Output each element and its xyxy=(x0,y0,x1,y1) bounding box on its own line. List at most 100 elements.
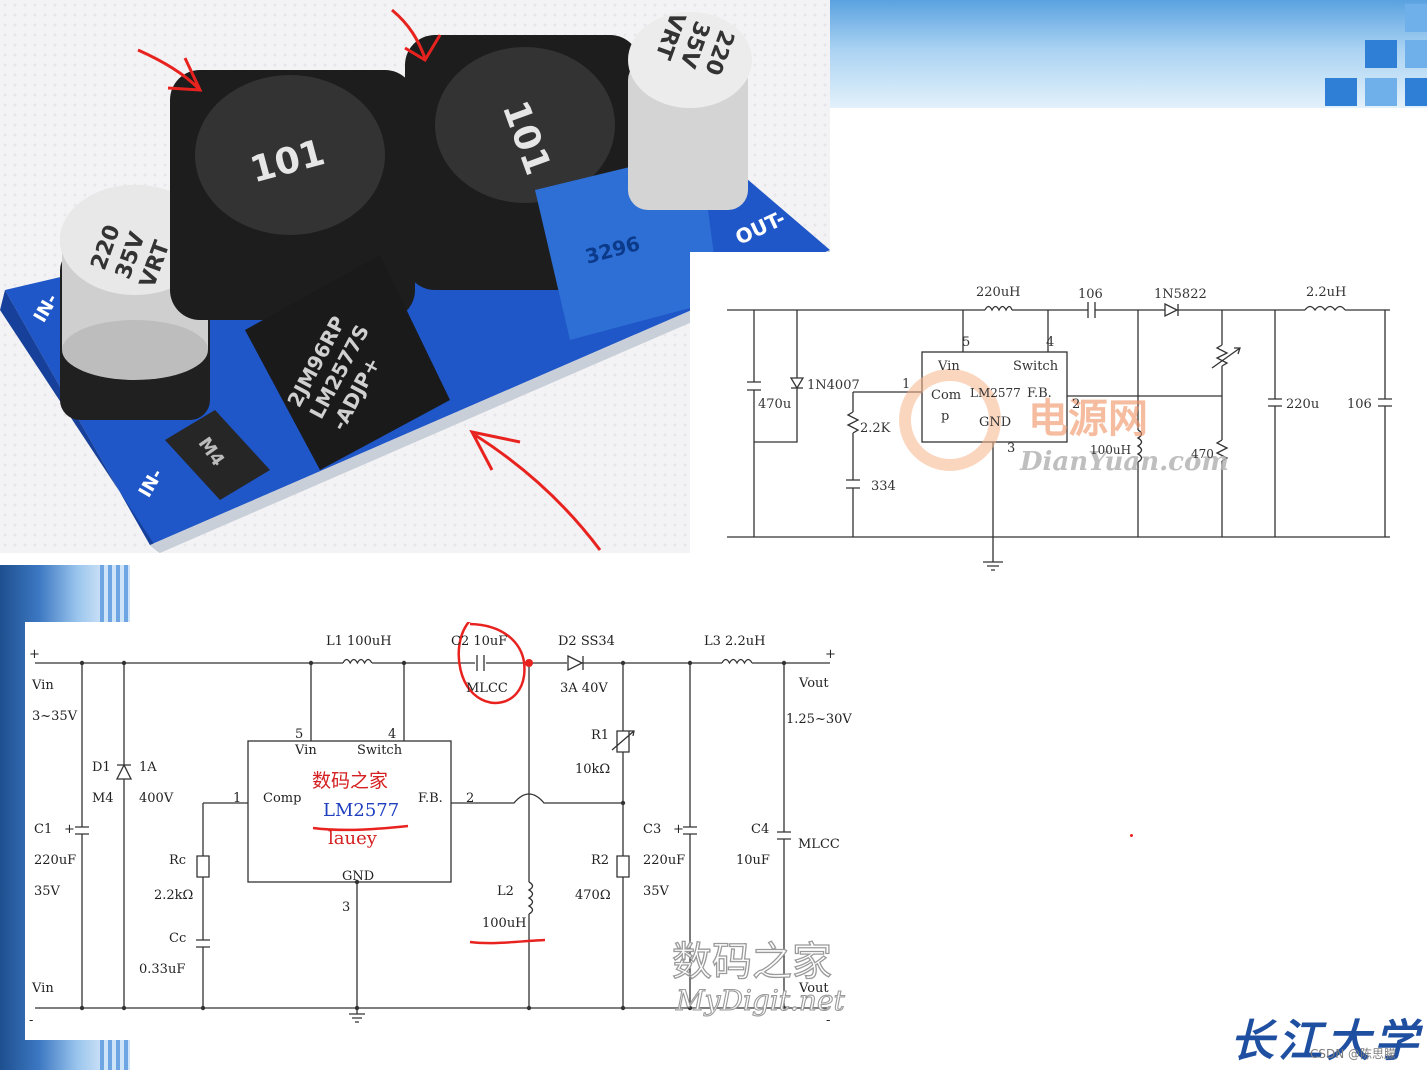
label-l1: 220uH xyxy=(976,285,1021,300)
watermark-cn: 数码之家 xyxy=(672,939,832,985)
rc-name: Rc xyxy=(169,853,186,868)
ic-comp2: p xyxy=(941,409,949,424)
d2-label: D2 SS34 xyxy=(558,634,615,649)
header-square xyxy=(1325,78,1357,106)
c3-plus: + xyxy=(673,822,684,837)
d1-current: 1A xyxy=(139,760,157,775)
ic-gnd: GND xyxy=(342,869,374,884)
vout-label: Vout xyxy=(798,676,829,691)
c3-value: 220uF xyxy=(643,853,685,868)
label-c2: 334 xyxy=(871,479,896,494)
d1-part: M4 xyxy=(92,791,114,806)
d2-rating: 3A 40V xyxy=(560,681,608,696)
d1-voltage: 400V xyxy=(139,791,174,806)
header-square xyxy=(1365,78,1397,106)
ic-comp: Comp xyxy=(263,791,301,806)
watermark-cn: 电源网 xyxy=(1028,395,1148,442)
ic-name: LM2577 xyxy=(323,800,399,821)
credit-text: CSDN @陈思朦 xyxy=(1310,1047,1397,1061)
schematic-top: 电源网 DianYuan.com 220uH 106 1N5822 2.2uH … xyxy=(690,252,1427,590)
label-r: 2.2K xyxy=(860,421,891,436)
watermark-logo xyxy=(899,369,1001,471)
annotation-underline xyxy=(312,824,409,832)
header-square xyxy=(1405,4,1427,32)
c1-voltage: 35V xyxy=(34,884,61,899)
ic-fb: F.B. xyxy=(418,791,443,806)
label-diode: 1N5822 xyxy=(1154,287,1207,302)
ic-switch: Switch xyxy=(1013,359,1059,374)
pin-4: 4 xyxy=(388,727,396,742)
l2-name: L2 xyxy=(497,884,514,899)
rc-value: 2.2kΩ xyxy=(154,888,193,903)
label-d1: 1N4007 xyxy=(807,378,860,393)
pin-5: 5 xyxy=(295,727,303,742)
c4-name: C4 xyxy=(751,822,769,837)
ic-gnd: GND xyxy=(979,415,1011,430)
ic-name: LM2577 xyxy=(970,386,1021,400)
ic-switch: Switch xyxy=(357,743,403,758)
l2-value: 100uH xyxy=(482,916,527,931)
c2-label: C2 10uF xyxy=(451,634,507,649)
c3-name: C3 xyxy=(643,822,661,837)
pin-5: 5 xyxy=(962,335,970,350)
c2-type: MLCC xyxy=(466,681,508,696)
annotation-underline xyxy=(469,938,546,945)
pin-1: 1 xyxy=(233,791,241,806)
annotation-arrow xyxy=(137,48,203,92)
header-square xyxy=(1365,40,1397,68)
c4-value: 10uF xyxy=(736,853,770,868)
vin-minus: - xyxy=(29,1013,33,1028)
pin-2: 2 xyxy=(1072,397,1080,412)
r1-value: 10kΩ xyxy=(575,762,610,777)
annotation-circle xyxy=(457,611,526,705)
vout-range: 1.25~30V xyxy=(786,712,852,727)
annotation-arrow xyxy=(469,429,602,551)
vout-plus: + xyxy=(825,647,836,662)
label-c1: 470u xyxy=(758,397,791,412)
ic-brand-cn: 数码之家 xyxy=(312,770,388,792)
ic-vin: Vin xyxy=(294,743,317,758)
ic-fb: F.B. xyxy=(1027,386,1052,401)
pin-3: 3 xyxy=(1007,441,1015,456)
d1-name: D1 xyxy=(92,760,111,775)
pin-4: 4 xyxy=(1046,335,1054,350)
vin-label: Vin xyxy=(31,678,54,693)
r2-value: 470Ω xyxy=(575,888,611,903)
r1-name: R1 xyxy=(591,728,609,743)
ic-chip xyxy=(245,255,450,470)
module-photo: 101 101 220 35V VRT 220 35V VRT 2JM96RP … xyxy=(0,0,830,553)
label-l3: 100uH xyxy=(1090,443,1131,457)
c1-value: 220uF xyxy=(34,853,76,868)
ic-author: lauey xyxy=(328,828,378,849)
r2-name: R2 xyxy=(591,853,609,868)
label-l2: 2.2uH xyxy=(1306,285,1346,300)
label-c4: 106 xyxy=(1347,397,1372,412)
cc-value: 0.33uF xyxy=(139,962,185,977)
watermark-en: MyDigit.net xyxy=(675,984,846,1017)
header-square xyxy=(1405,40,1427,68)
pin-3: 3 xyxy=(342,900,350,915)
ic-vin: Vin xyxy=(937,359,960,374)
header-square xyxy=(1405,78,1427,106)
c3-voltage: 35V xyxy=(643,884,670,899)
pin-1: 1 xyxy=(902,377,910,392)
vout-minus: - xyxy=(826,1013,830,1028)
l3-label: L3 2.2uH xyxy=(704,634,765,649)
stray-dot xyxy=(1130,834,1133,837)
vin-range: 3~35V xyxy=(32,709,78,724)
cc-name: Cc xyxy=(169,931,186,946)
diode xyxy=(165,410,270,500)
annotation-arrow xyxy=(391,8,442,63)
c1-plus: + xyxy=(64,822,75,837)
label-c3: 220u xyxy=(1286,397,1319,412)
vin-bottom: Vin xyxy=(31,981,54,996)
schematic-bottom: + Vin 3~35V Vin - D1 1A M4 400V C1 + 220… xyxy=(25,611,857,1040)
label-cap-106: 106 xyxy=(1078,287,1103,302)
vin-plus: + xyxy=(29,647,40,662)
c1-name: C1 xyxy=(34,822,52,837)
vout-bottom: Vout xyxy=(798,981,829,996)
label-r2: 470 xyxy=(1191,447,1214,461)
l1-label: L1 100uH xyxy=(326,634,392,649)
university-logo: 长江大学 xyxy=(1230,1016,1422,1067)
c4-type: MLCC xyxy=(798,837,840,852)
